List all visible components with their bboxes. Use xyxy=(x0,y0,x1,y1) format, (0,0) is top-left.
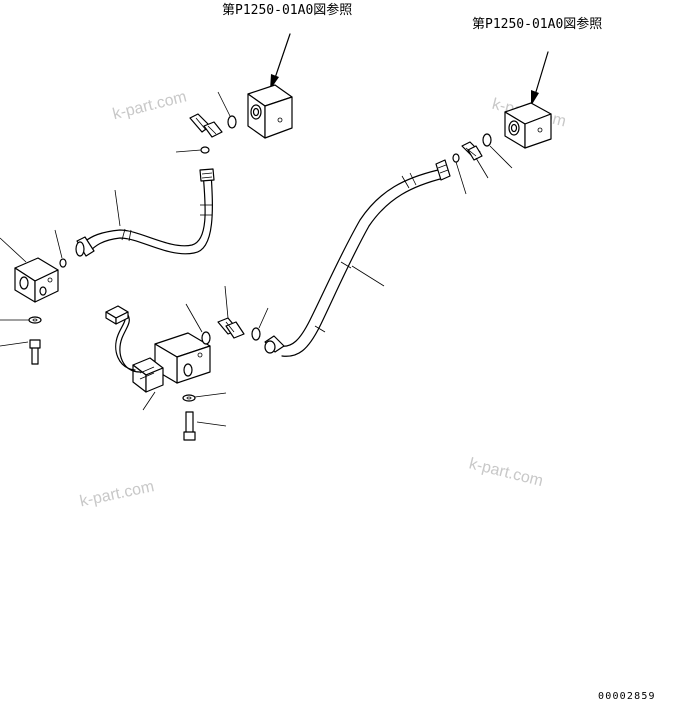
watermark-4: k-part.com xyxy=(467,455,544,490)
watermark-1: k-part.com xyxy=(111,88,188,123)
watermarks: k-part.com k-part.com k-part.com k-part.… xyxy=(78,88,567,510)
reference-label-right: 第P1250-01A0図参照 xyxy=(472,16,602,32)
washer-center xyxy=(182,392,227,402)
bolt-center xyxy=(183,411,227,441)
watermark-3: k-part.com xyxy=(78,478,155,510)
solenoid-wire xyxy=(105,305,141,373)
o-ring-right-1 xyxy=(452,153,467,195)
o-ring-right-2 xyxy=(482,133,513,169)
elbow-fitting-upper-left xyxy=(175,113,223,154)
valve-block-left xyxy=(0,237,59,303)
drawing-number: 00002859 xyxy=(598,691,656,702)
valve-block-upper-left xyxy=(247,84,293,139)
hose-right xyxy=(264,159,451,357)
o-ring-center-1 xyxy=(185,303,211,345)
valve-block-upper-right xyxy=(504,102,552,149)
straight-fitting-center xyxy=(217,285,245,339)
reference-label-left: 第P1250-01A0図参照 xyxy=(222,2,352,18)
reference-arrow-right xyxy=(531,51,549,106)
hose-upper-left xyxy=(75,168,215,257)
straight-fitting-right xyxy=(461,141,489,179)
o-ring-center-2 xyxy=(251,307,269,341)
bolt-left xyxy=(0,339,41,365)
reference-arrow-left xyxy=(270,33,291,90)
solenoid-valve-center xyxy=(132,332,211,411)
o-ring-left xyxy=(54,229,67,268)
o-ring-upper-left xyxy=(217,91,237,129)
washer-left xyxy=(0,316,42,324)
